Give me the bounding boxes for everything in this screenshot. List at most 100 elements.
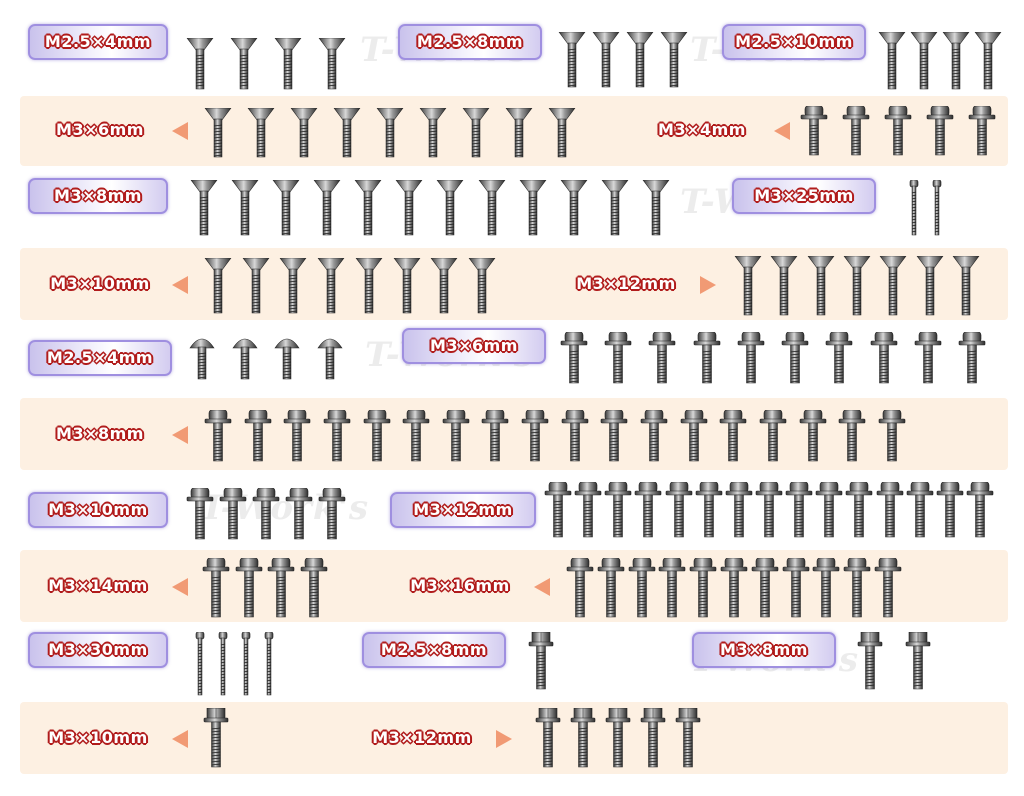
screw-icon [909, 180, 919, 236]
screw-icon [876, 482, 903, 538]
screw-icon [230, 38, 258, 90]
screw-icon [274, 338, 300, 380]
screw-icon [966, 482, 994, 538]
screw-icon [680, 410, 707, 462]
size-label: M3×10mm [50, 274, 150, 293]
screw-icon [597, 558, 625, 618]
screw-icon [770, 256, 798, 316]
screw-row: M3×8mm [0, 398, 1024, 470]
screw-icon [813, 558, 840, 618]
screw-icon [649, 332, 676, 384]
screw-icon [635, 482, 662, 538]
screw-icon [235, 558, 262, 618]
screw-icon [725, 482, 753, 538]
screw-icon [419, 108, 447, 158]
screw-icon [720, 410, 747, 462]
screw-icon [695, 482, 723, 538]
screw-icon [528, 632, 554, 690]
screw-group [544, 482, 994, 538]
screw-icon [659, 558, 686, 618]
screw-icon [879, 256, 907, 316]
screw-icon [910, 32, 938, 90]
screw-icon [952, 256, 980, 316]
screw-icon [244, 410, 271, 462]
screw-icon [734, 256, 762, 316]
screw-icon [628, 558, 655, 618]
size-label: M3×8mm [28, 178, 168, 214]
size-label: M3×12mm [390, 492, 536, 528]
screw-group [856, 632, 932, 690]
screw-icon [202, 558, 230, 618]
screw-icon [363, 410, 390, 462]
arrow-icon [172, 276, 188, 294]
screw-icon [560, 332, 588, 384]
screw-icon [280, 258, 307, 314]
screw-icon [560, 180, 588, 236]
screw-icon [914, 332, 942, 384]
arrow-icon [172, 578, 188, 596]
screw-icon [355, 258, 383, 314]
screw-row: M3×8mm M3×25mm [0, 176, 1024, 240]
screw-icon [300, 558, 328, 618]
screw-icon [318, 488, 346, 540]
screw-icon [402, 410, 430, 462]
screw-group [188, 336, 344, 380]
screw-icon [219, 488, 247, 540]
screw-icon [574, 482, 602, 538]
screw-icon [755, 482, 783, 538]
screw-row: M3×10mm M3×12mm [0, 478, 1024, 544]
screw-icon [640, 410, 668, 462]
screw-icon [642, 180, 670, 236]
screw-icon [974, 32, 1002, 90]
screw-icon [601, 410, 628, 462]
screw-icon [521, 410, 549, 462]
screw-icon [751, 558, 779, 618]
screw-row: M3×10mm M3×12mm [0, 248, 1024, 320]
arrow-icon [774, 122, 790, 140]
screw-row: M3×6mm M3×4mm [0, 96, 1024, 166]
screw-icon [561, 410, 589, 462]
screw-row: M3×10mm M3×12mm [0, 702, 1024, 774]
size-label: M2.5×4mm [28, 24, 168, 60]
screw-group [900, 180, 946, 236]
screw-icon [544, 482, 572, 538]
screw-icon [195, 632, 205, 696]
screw-icon [799, 410, 826, 462]
screw-icon [660, 32, 688, 88]
screw-row: M2.5×4mm M2.5×8mm M2.5×10mm [0, 22, 1024, 90]
screw-group [186, 488, 346, 540]
screw-icon [884, 106, 912, 156]
screw-icon [333, 108, 361, 158]
screw-icon [354, 180, 382, 236]
screw-icon [376, 108, 404, 158]
screw-group [800, 106, 996, 156]
screw-icon [396, 180, 423, 236]
screw-icon [570, 708, 596, 768]
screw-icon [430, 258, 458, 314]
screw-row: M2.5×4mm M3×6mm [0, 326, 1024, 390]
screw-icon [605, 708, 631, 768]
screw-icon [558, 32, 586, 88]
screw-icon [626, 32, 654, 88]
screw-icon [290, 108, 318, 158]
screw-icon [737, 332, 765, 384]
screw-icon [482, 410, 509, 462]
screw-icon [826, 332, 853, 384]
screw-icon [665, 482, 692, 538]
screw-icon [186, 38, 214, 90]
screw-icon [720, 558, 748, 618]
screw-icon [393, 258, 420, 314]
screw-icon [323, 410, 351, 462]
screw-icon [318, 38, 346, 90]
screw-icon [264, 632, 274, 696]
screw-icon [807, 256, 835, 316]
screw-icon [782, 558, 809, 618]
arrow-icon [172, 730, 188, 748]
screw-icon [857, 632, 883, 690]
screw-icon [186, 488, 214, 540]
size-label: M2.5×10mm [722, 24, 866, 60]
screw-icon [640, 708, 666, 768]
screw-group [190, 180, 670, 236]
arrow-icon [700, 276, 716, 294]
screw-icon [283, 410, 311, 462]
